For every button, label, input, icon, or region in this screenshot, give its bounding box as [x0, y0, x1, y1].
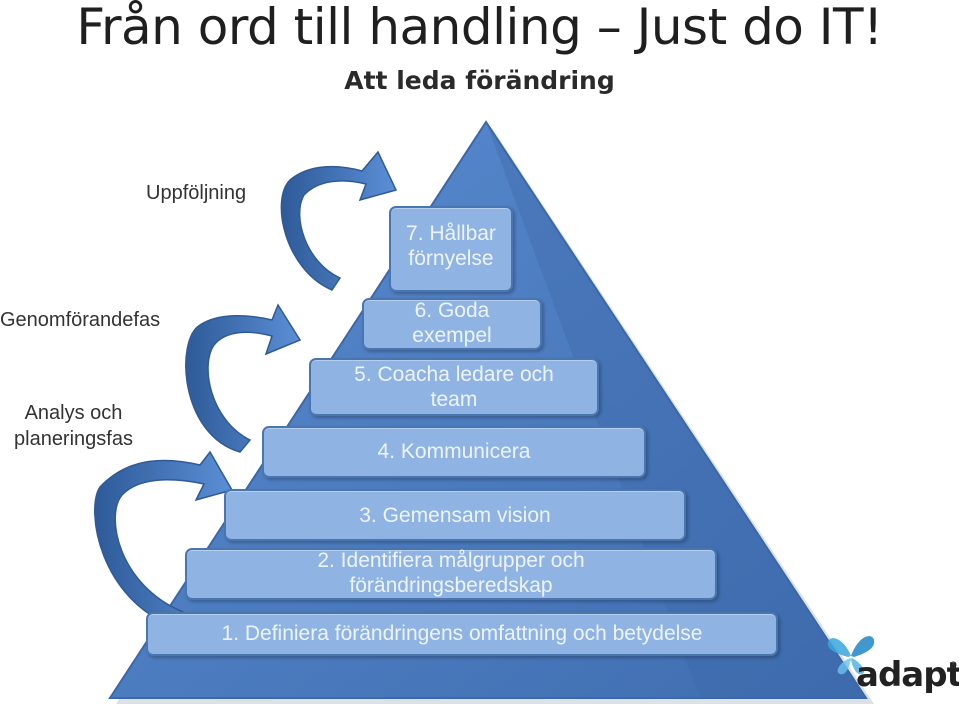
phase-label-analysis-line2: planeringsfas — [14, 428, 133, 450]
step-7-label: 7. Hållbar förnyelse — [389, 221, 513, 271]
phase-arrows — [94, 150, 398, 628]
logo-registered-mark: ® — [950, 660, 957, 670]
step-1-line1: 1. Definiera förändringens omfattning oc… — [221, 622, 703, 645]
step-2-box — [185, 548, 717, 600]
page-subtitle: Att leda förändring — [344, 66, 615, 95]
step-4-line1: 4. Kommunicera — [377, 440, 531, 463]
step-3-label: 3. Gemensam vision — [224, 503, 686, 528]
arrow-implementation-icon — [185, 303, 302, 453]
step-5-box — [309, 358, 599, 416]
step-6-label: 6. Goda exempel — [362, 298, 542, 348]
step-7-box — [389, 206, 513, 292]
butterfly-icon — [827, 636, 875, 675]
phase-label-analysis-line1: Analys och — [24, 402, 123, 424]
phase-label-implementation: Genomförandefas — [0, 309, 161, 331]
step-6-line2: exempel — [412, 324, 492, 347]
step-7-line2: förnyelse — [408, 247, 494, 270]
step-5-label: 5. Coacha ledare och team — [309, 362, 599, 412]
step-2-line1: 2. Identifiera målgrupper och — [317, 549, 585, 572]
step-4-label: 4. Kommunicera — [262, 439, 646, 464]
step-5-line2: team — [430, 388, 478, 411]
step-1-box — [146, 612, 778, 656]
step-2-line2: förändringsberedskap — [349, 574, 553, 597]
step-3-box — [224, 489, 686, 541]
page-title: Från ord till handling – Just do IT! — [76, 0, 883, 56]
step-5-line1: 5. Coacha ledare och — [354, 363, 554, 386]
step-4-box — [262, 426, 646, 478]
arrow-followup-icon — [280, 150, 398, 291]
step-2-label: 2. Identifiera målgrupper och förändring… — [185, 548, 717, 598]
step-3-line1: 3. Gemensam vision — [359, 504, 551, 527]
step-1-label: 1. Definiera förändringens omfattning oc… — [146, 621, 778, 646]
phase-label-analysis: Analys och planeringsfas — [14, 400, 133, 452]
step-6-box — [362, 298, 542, 350]
step-7-line1: 7. Hållbar — [406, 222, 496, 245]
phase-label-followup: Uppföljning — [146, 182, 247, 204]
company-logo: adaptit — [856, 655, 959, 695]
step-6-line1: 6. Goda — [414, 299, 490, 322]
arrow-analysis-icon — [94, 450, 234, 628]
